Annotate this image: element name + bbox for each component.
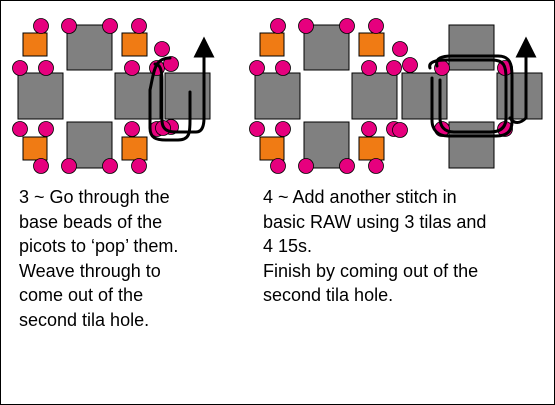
seed-bead <box>131 18 147 34</box>
caption-line: Finish by coming out of the <box>263 260 479 281</box>
accent-bead <box>22 32 48 57</box>
accent-bead <box>22 136 48 161</box>
step-3-caption: 3 ~ Go through the base beads of the pic… <box>19 185 178 332</box>
tila-bead <box>303 24 350 71</box>
seed-bead <box>270 18 286 34</box>
seed-bead <box>402 57 418 73</box>
accent-bead <box>121 136 148 161</box>
seed-bead <box>339 18 355 34</box>
seed-bead <box>33 158 49 174</box>
caption-line: Weave through to <box>19 260 161 281</box>
caption-line: 4 15s. <box>263 236 313 256</box>
caption-line: 3 ~ Go through the <box>19 187 170 207</box>
caption-line: basic RAW using 3 tilas and <box>263 211 487 232</box>
seed-bead <box>275 121 291 137</box>
seed-bead <box>124 60 140 76</box>
seed-bead <box>33 18 49 34</box>
step-4-caption: 4 ~ Add another stitch in basic RAW usin… <box>263 185 486 308</box>
seed-bead <box>361 60 377 76</box>
seed-bead <box>61 158 77 174</box>
seed-bead <box>38 60 54 76</box>
tila-bead <box>496 72 543 120</box>
seed-bead <box>392 41 408 57</box>
seed-bead <box>249 121 265 137</box>
accent-bead <box>259 32 285 57</box>
seed-bead <box>368 18 384 34</box>
seed-bead <box>368 158 384 174</box>
seed-bead <box>339 158 355 174</box>
seed-bead <box>249 60 265 76</box>
seed-bead <box>102 158 118 174</box>
step-3-diagram <box>12 18 215 174</box>
step-4-diagram <box>249 18 543 174</box>
tila-bead <box>17 72 64 120</box>
seed-bead <box>275 60 291 76</box>
caption-line: 4 ~ Add another stitch in <box>263 187 457 207</box>
tila-bead <box>448 121 495 169</box>
thread-path <box>153 36 215 134</box>
seed-bead <box>163 56 179 72</box>
seed-bead <box>124 121 140 137</box>
seed-bead <box>102 18 118 34</box>
caption-line: base beads of the <box>19 211 163 232</box>
caption-line: picots to ‘pop’ them. <box>19 236 179 256</box>
seed-bead <box>392 122 408 138</box>
accent-bead <box>259 136 285 161</box>
seed-bead <box>12 60 28 76</box>
seed-bead <box>298 158 314 174</box>
tila-bead <box>66 24 113 71</box>
seed-bead <box>270 158 286 174</box>
tila-bead <box>448 24 495 71</box>
seed-bead <box>386 60 402 76</box>
seed-bead <box>38 121 54 137</box>
seed-bead <box>298 18 314 34</box>
seed-bead <box>154 41 170 57</box>
accent-bead <box>358 32 385 57</box>
seed-bead <box>361 121 377 137</box>
thread-path <box>508 36 537 124</box>
tila-bead <box>351 72 398 120</box>
seed-bead <box>131 158 147 174</box>
accent-bead <box>121 32 148 57</box>
seed-bead <box>12 121 28 137</box>
thread-path <box>428 58 508 134</box>
accent-bead <box>358 136 385 161</box>
caption-line: second tila hole. <box>19 309 150 330</box>
tila-bead <box>254 72 301 120</box>
seed-bead <box>61 18 77 34</box>
caption-line: come out of the <box>19 285 144 305</box>
caption-line: second tila hole. <box>263 285 394 305</box>
